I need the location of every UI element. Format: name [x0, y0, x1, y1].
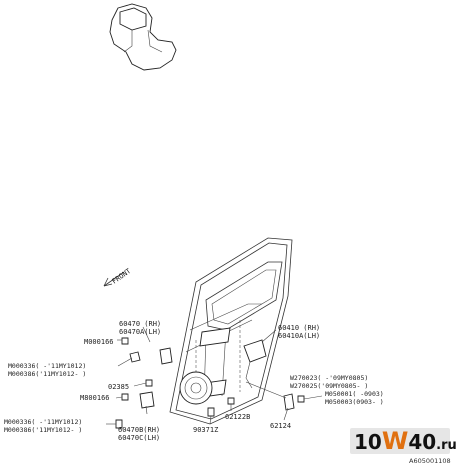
label-62124: 62124 [270, 422, 291, 430]
rear-door [139, 237, 293, 425]
label-60470: 60470 (RH) [119, 320, 161, 328]
label-w270023: W270023( -'09MY0805) [290, 374, 368, 382]
figure-id: A605001108 [409, 457, 451, 465]
label-m000386-bot: M000386('11MY1012- ) [4, 426, 82, 434]
label-60410: 60410 (RH) [278, 324, 320, 332]
leader-lines [106, 326, 323, 425]
part-labels: 60470 (RH) 60470A(LH) M000166 M000336( -… [4, 320, 384, 442]
label-60470c: 60470C(LH) [118, 434, 160, 442]
label-m000336-bot: M000336( -'11MY1012) [4, 418, 82, 426]
front-arrow: FRONT [103, 267, 133, 287]
label-m000386-top: M000386('11MY1012- ) [8, 370, 86, 378]
label-60410a: 60410A(LH) [278, 332, 320, 340]
label-w270025: W270025('09MY0805- ) [290, 382, 368, 390]
watermark-logo: 10W40.ru [350, 427, 456, 455]
label-90371z: 90371Z [193, 426, 218, 434]
watermark-background [350, 428, 450, 454]
label-m000336-top: M000336( -'11MY1012) [8, 362, 86, 370]
orientation-sketch [109, 3, 177, 71]
label-m800166: M800166 [80, 394, 110, 402]
label-60470b: 60470B(RH) [118, 426, 160, 434]
front-label: FRONT [111, 267, 133, 286]
label-m050001: M050001( -0903) [325, 390, 384, 398]
watermark-text: 10W40.ru [354, 427, 456, 455]
label-60470a: 60470A(LH) [119, 328, 161, 336]
label-62122b: 62122B [225, 413, 250, 421]
fasteners [115, 337, 305, 429]
label-02385: 02385 [108, 383, 129, 391]
label-m000166-top: M000166 [84, 338, 114, 346]
label-m050003: M050003(0903- ) [325, 398, 384, 406]
